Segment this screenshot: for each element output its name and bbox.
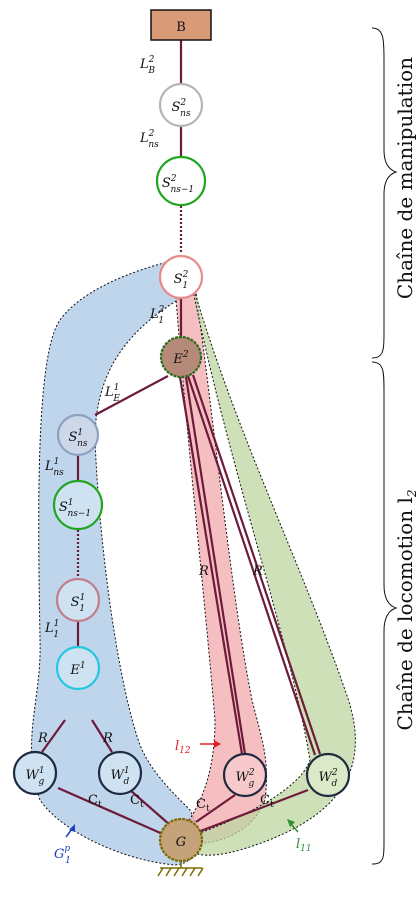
label-ct-4: Ct xyxy=(260,793,274,810)
link-w1g-g xyxy=(57,786,166,837)
label-r-red: R xyxy=(198,564,209,579)
base-box xyxy=(150,9,212,41)
node-e2 xyxy=(159,335,203,379)
label-ct-1: Ct xyxy=(88,793,102,810)
node-s2ns xyxy=(158,82,204,128)
link-e2-w2g-b xyxy=(184,376,247,755)
link-e2-w2d-a xyxy=(186,375,317,756)
link-e1-w1d xyxy=(91,719,113,753)
label-l11: l11 xyxy=(296,837,312,854)
link-w2d-g xyxy=(197,788,309,834)
node-s1nsm1 xyxy=(52,479,104,531)
node-g-label: G xyxy=(176,835,186,850)
blue-region xyxy=(31,257,199,866)
arrow-l11-icon xyxy=(287,819,299,833)
arrow-l12-icon xyxy=(200,740,221,748)
link-w2g-g xyxy=(195,794,236,823)
brace-locomotion xyxy=(371,361,398,865)
red-region xyxy=(174,284,268,845)
node-w2g xyxy=(222,752,268,798)
node-s11 xyxy=(55,577,101,623)
link-e2-s1ns xyxy=(94,375,169,416)
node-e2-label: E2 xyxy=(172,350,189,367)
node-w2d xyxy=(305,752,351,798)
brace-manipulation xyxy=(371,27,398,359)
node-w1g xyxy=(12,750,58,796)
node-e1 xyxy=(55,645,101,691)
label-ct-3: Ct xyxy=(196,797,210,814)
side-label-locomotion: Chaîne de locomotion l2 xyxy=(393,489,419,730)
label-ct-2: Ct xyxy=(130,793,144,810)
label-r-left1: R xyxy=(37,731,48,746)
side-label-manipulation: Chaîne de manipulation xyxy=(393,57,417,299)
link-e2-w2g-a xyxy=(178,376,244,755)
green-region xyxy=(179,274,356,856)
link-e1-w1g xyxy=(41,719,66,753)
ground-icon xyxy=(157,861,204,877)
label-r-left2: R xyxy=(102,731,113,746)
node-e1-label: E1 xyxy=(69,661,85,678)
link-w1d-g xyxy=(129,789,171,826)
base-label: B xyxy=(176,20,186,35)
link-e2-w2d-b xyxy=(191,374,322,755)
node-w1d xyxy=(97,750,143,796)
node-s21 xyxy=(158,254,204,300)
node-s1ns xyxy=(56,413,100,457)
node-s2nsm1 xyxy=(155,155,207,207)
label-l12: l12 xyxy=(175,739,191,756)
label-r-green: R xyxy=(252,564,263,579)
arrow-g1p-icon xyxy=(65,824,75,838)
